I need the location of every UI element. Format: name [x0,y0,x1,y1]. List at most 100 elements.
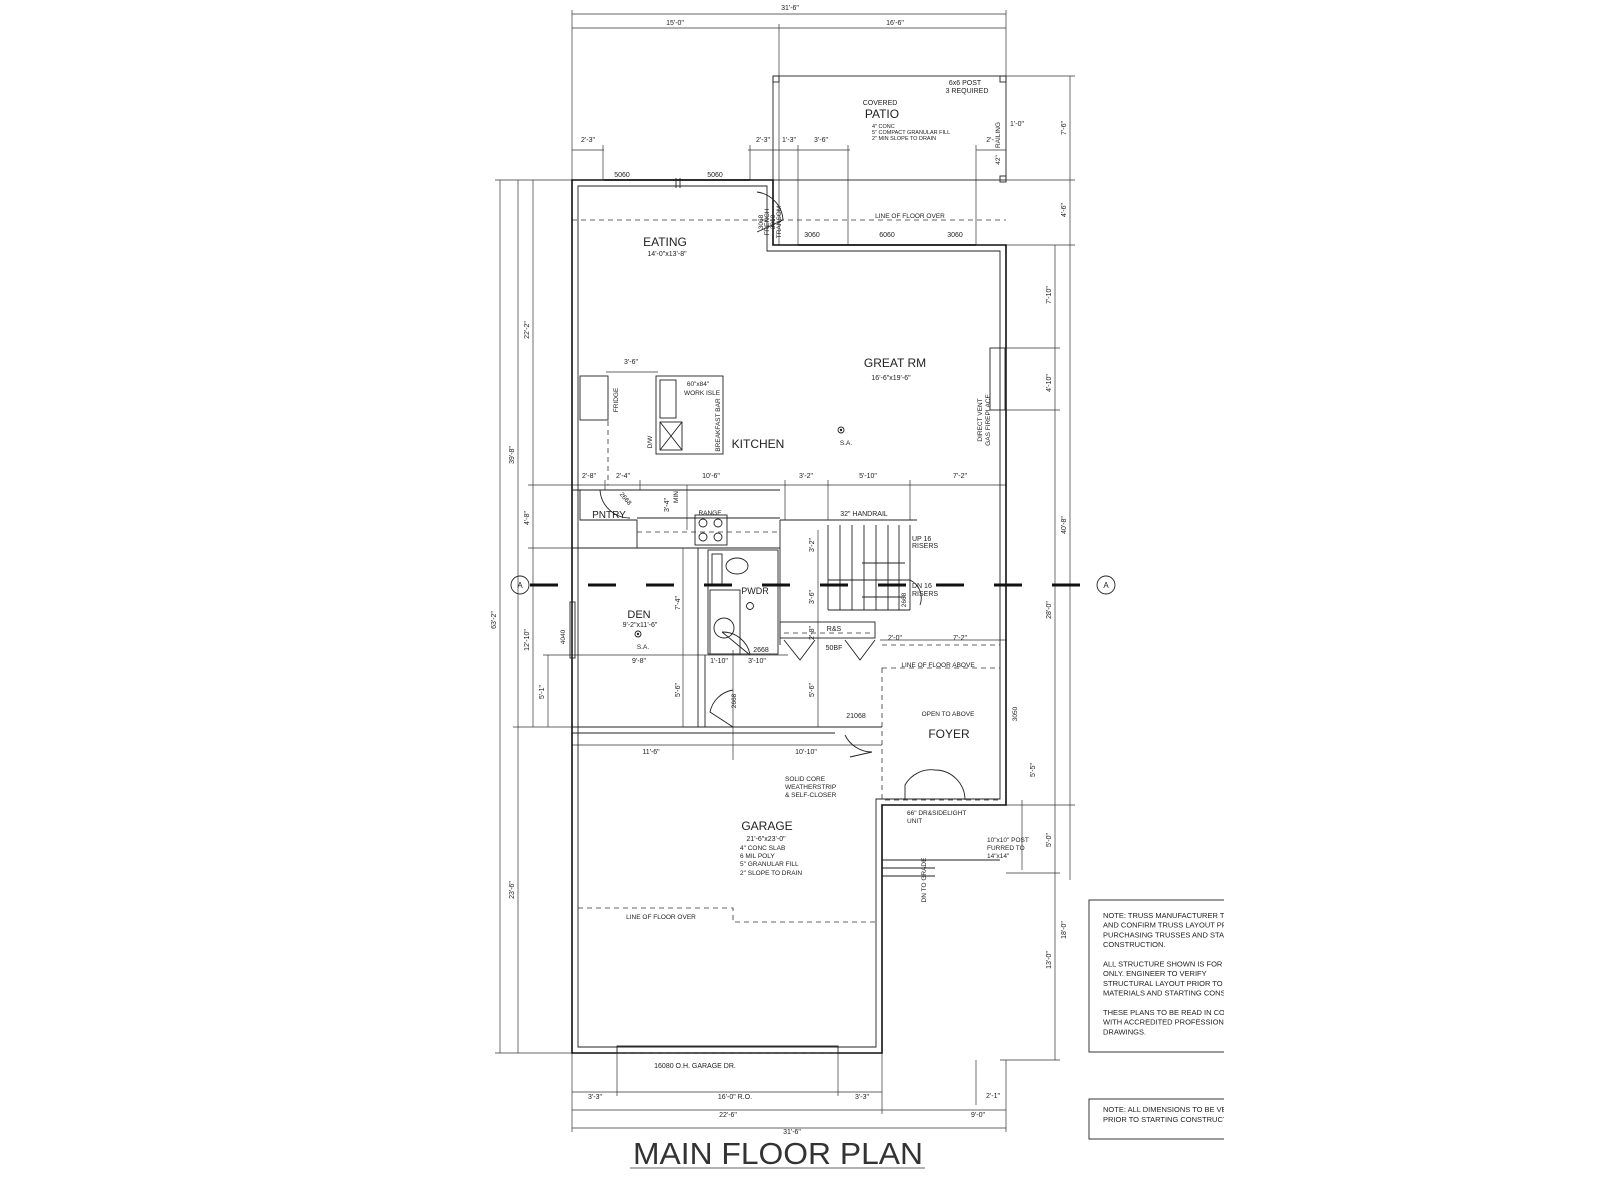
label-fireplace-1: DIRECT VENT [977,398,984,441]
dimension-label: 10'-10" [795,749,817,756]
label-pantry-door: 2668 [618,491,633,507]
dimension-label: 39'-8" [509,446,516,464]
dimension-label: 1'-3" [782,137,796,144]
dimension-label: 28'-0" [1046,601,1053,619]
label-section-right: A [1103,581,1109,590]
room-label-pwdr: PWDR [741,586,769,596]
label-range: RANGE [698,510,722,517]
label-dn-1: DN 16 [912,583,932,590]
dimension-label: 7'-2" [953,473,967,480]
note-line: CONSTRUCTION. [1103,940,1166,949]
dimension-label: 15'-0" [666,20,684,27]
label-bf: 50BF [826,645,843,652]
dimension-label: 7'-2" [953,635,967,642]
drawing-title: MAIN FLOOR PLAN [633,1136,923,1171]
room-label-garage-size: 21'-6"x23'-0" [746,836,786,843]
label-dn-grade: DN TO GRADE [921,857,928,903]
dimension-label: 31'-6" [783,1129,801,1136]
room-label-garage: GARAGE [741,819,792,833]
room-label-sa-great: S.A. [840,440,852,447]
dimension-label: 3'-6" [809,590,816,604]
label-floor-above: LINE OF FLOOR ABOVE [901,662,975,669]
note-line: WITH ACCREDITED PROFESSIONAL [1103,1018,1233,1027]
room-label-great-rm-size: 16'-6"x19'-6" [871,375,911,382]
dimension-lines [495,10,1075,1132]
dimension-label: 2'-0" [888,635,902,642]
room-label-post-2: 3 REQUIRED [946,88,989,95]
dimension-label: 4'-8" [524,511,531,525]
label-win-5060-b: 5060 [707,172,723,179]
room-label-patio-note-1: 4" CONC [872,124,895,130]
label-oh-door: 16080 O.H. GARAGE DR. [654,1063,736,1070]
dimension-label: 5'-0" [1046,833,1053,847]
label-den-win: 4040 [560,629,567,644]
dimension-label: 9'-0" [971,1112,985,1119]
label-foyer-win: 3050 [1012,706,1019,721]
label-hall-door: 2668 [731,693,738,708]
dimension-label: 3'-6" [624,359,638,366]
label-solid-2: WEATHERSTRIP [785,784,836,791]
label-dw: D/W [647,435,654,449]
label-entry-2: UNIT [907,818,922,825]
dimension-label: 7'-10" [1046,286,1053,304]
room-label-eating-size: 14'-0"x13'-8" [647,251,687,258]
note-line: AND CONFIRM TRUSS LAYOUT PRIOR TO [1103,921,1253,930]
room-label-patio: PATIO [865,107,899,121]
note-line: ONLY. ENGINEER TO VERIFY [1103,969,1207,978]
dimension-label: 13'-0" [1046,951,1053,969]
dimension-label: 2'- [986,137,994,144]
room-label-great-rm: GREAT RM [864,356,926,370]
note-line: PRIOR TO STARTING CONSTRUCTION. [1103,1115,1243,1124]
covered-patio [572,75,1007,221]
room-label-patio-sub: COVERED [863,100,898,107]
label-railing: RAILING [995,122,1002,148]
dimension-label: 16'-6" [886,20,904,27]
dimension-label: 9'-8" [632,658,646,665]
dimension-label: 10'-6" [702,473,720,480]
room-label-patio-note-3: 2" MIN SLOPE TO DRAIN [872,136,936,142]
room-label-pantry: PNTRY [592,510,626,521]
label-post2-1: 10"x10" POST [987,837,1029,844]
note-line: NOTE: ALL DIMENSIONS TO BE VERIFIED [1103,1105,1252,1114]
dimension-label: 5'-10" [859,473,877,480]
dimension-label: 40'-8" [1061,516,1068,534]
room-label-garage-note-4: 2" SLOPE TO DRAIN [740,870,802,877]
dimension-label: 3'-3" [855,1094,869,1101]
room-label-foyer: FOYER [928,727,970,741]
dimension-label: 2'-8" [582,473,596,480]
note-line: PURCHASING TRUSSES AND STARTING [1103,930,1247,939]
label-entry-1: 66" DR&SIDELIGHT [907,810,966,817]
label-breakfast-bar: BREAKFAST BAR [715,398,722,452]
dimension-label: 63'-2" [491,611,498,629]
dimension-label: 2'-4" [616,473,630,480]
dimension-label: 3'-3" [588,1094,602,1101]
note-line: STRUCTURAL LAYOUT PRIOR TO ORDERING [1103,979,1265,988]
dimension-label: 7'-4" [675,596,682,610]
label-garage-door-int: 21068 [846,713,866,720]
room-label-patio-note-2: 5" COMPACT GRANULAR FILL [872,130,950,136]
room-label-garage-note-3: 5" GRANULAR FILL [740,861,799,868]
section-line-a [510,575,1116,595]
interior-walls [572,375,1001,1054]
note-line: ALL STRUCTURE SHOWN IS FOR REFERENCE [1103,960,1271,969]
label-pwdr-door: 2668 [753,647,769,654]
dimension-label: 2'-1" [986,1093,1000,1100]
dimension-label: 11'-6" [642,749,660,756]
label-floor-over-garage: LINE OF FLOOR OVER [626,914,696,921]
label-french-3: 3010 [770,214,777,229]
label-post2-3: 14"x14" [987,853,1010,860]
dimension-label: 3'-10" [748,658,766,665]
dimension-label: 1'-0" [1010,121,1024,128]
label-up-1: UP 16 [912,536,931,543]
dimension-label: 2'-3" [581,137,595,144]
label-win-3060-b: 3060 [947,232,963,239]
label-dn-2: RISERS [912,591,938,598]
note-line: NOTE: TRUSS MANUFACTURER TO VERIFY [1103,911,1259,920]
label-floor-over-top: LINE OF FLOOR OVER [875,213,945,220]
label-handrail: 32" HANDRAIL [840,511,888,518]
note-line: MATERIALS AND STARTING CONSTRUCTION. [1103,989,1266,998]
dimension-label: 18'-0" [1061,921,1068,939]
note-line: DRAWINGS. [1103,1027,1146,1036]
label-french-4: TRANSOM [776,206,783,239]
